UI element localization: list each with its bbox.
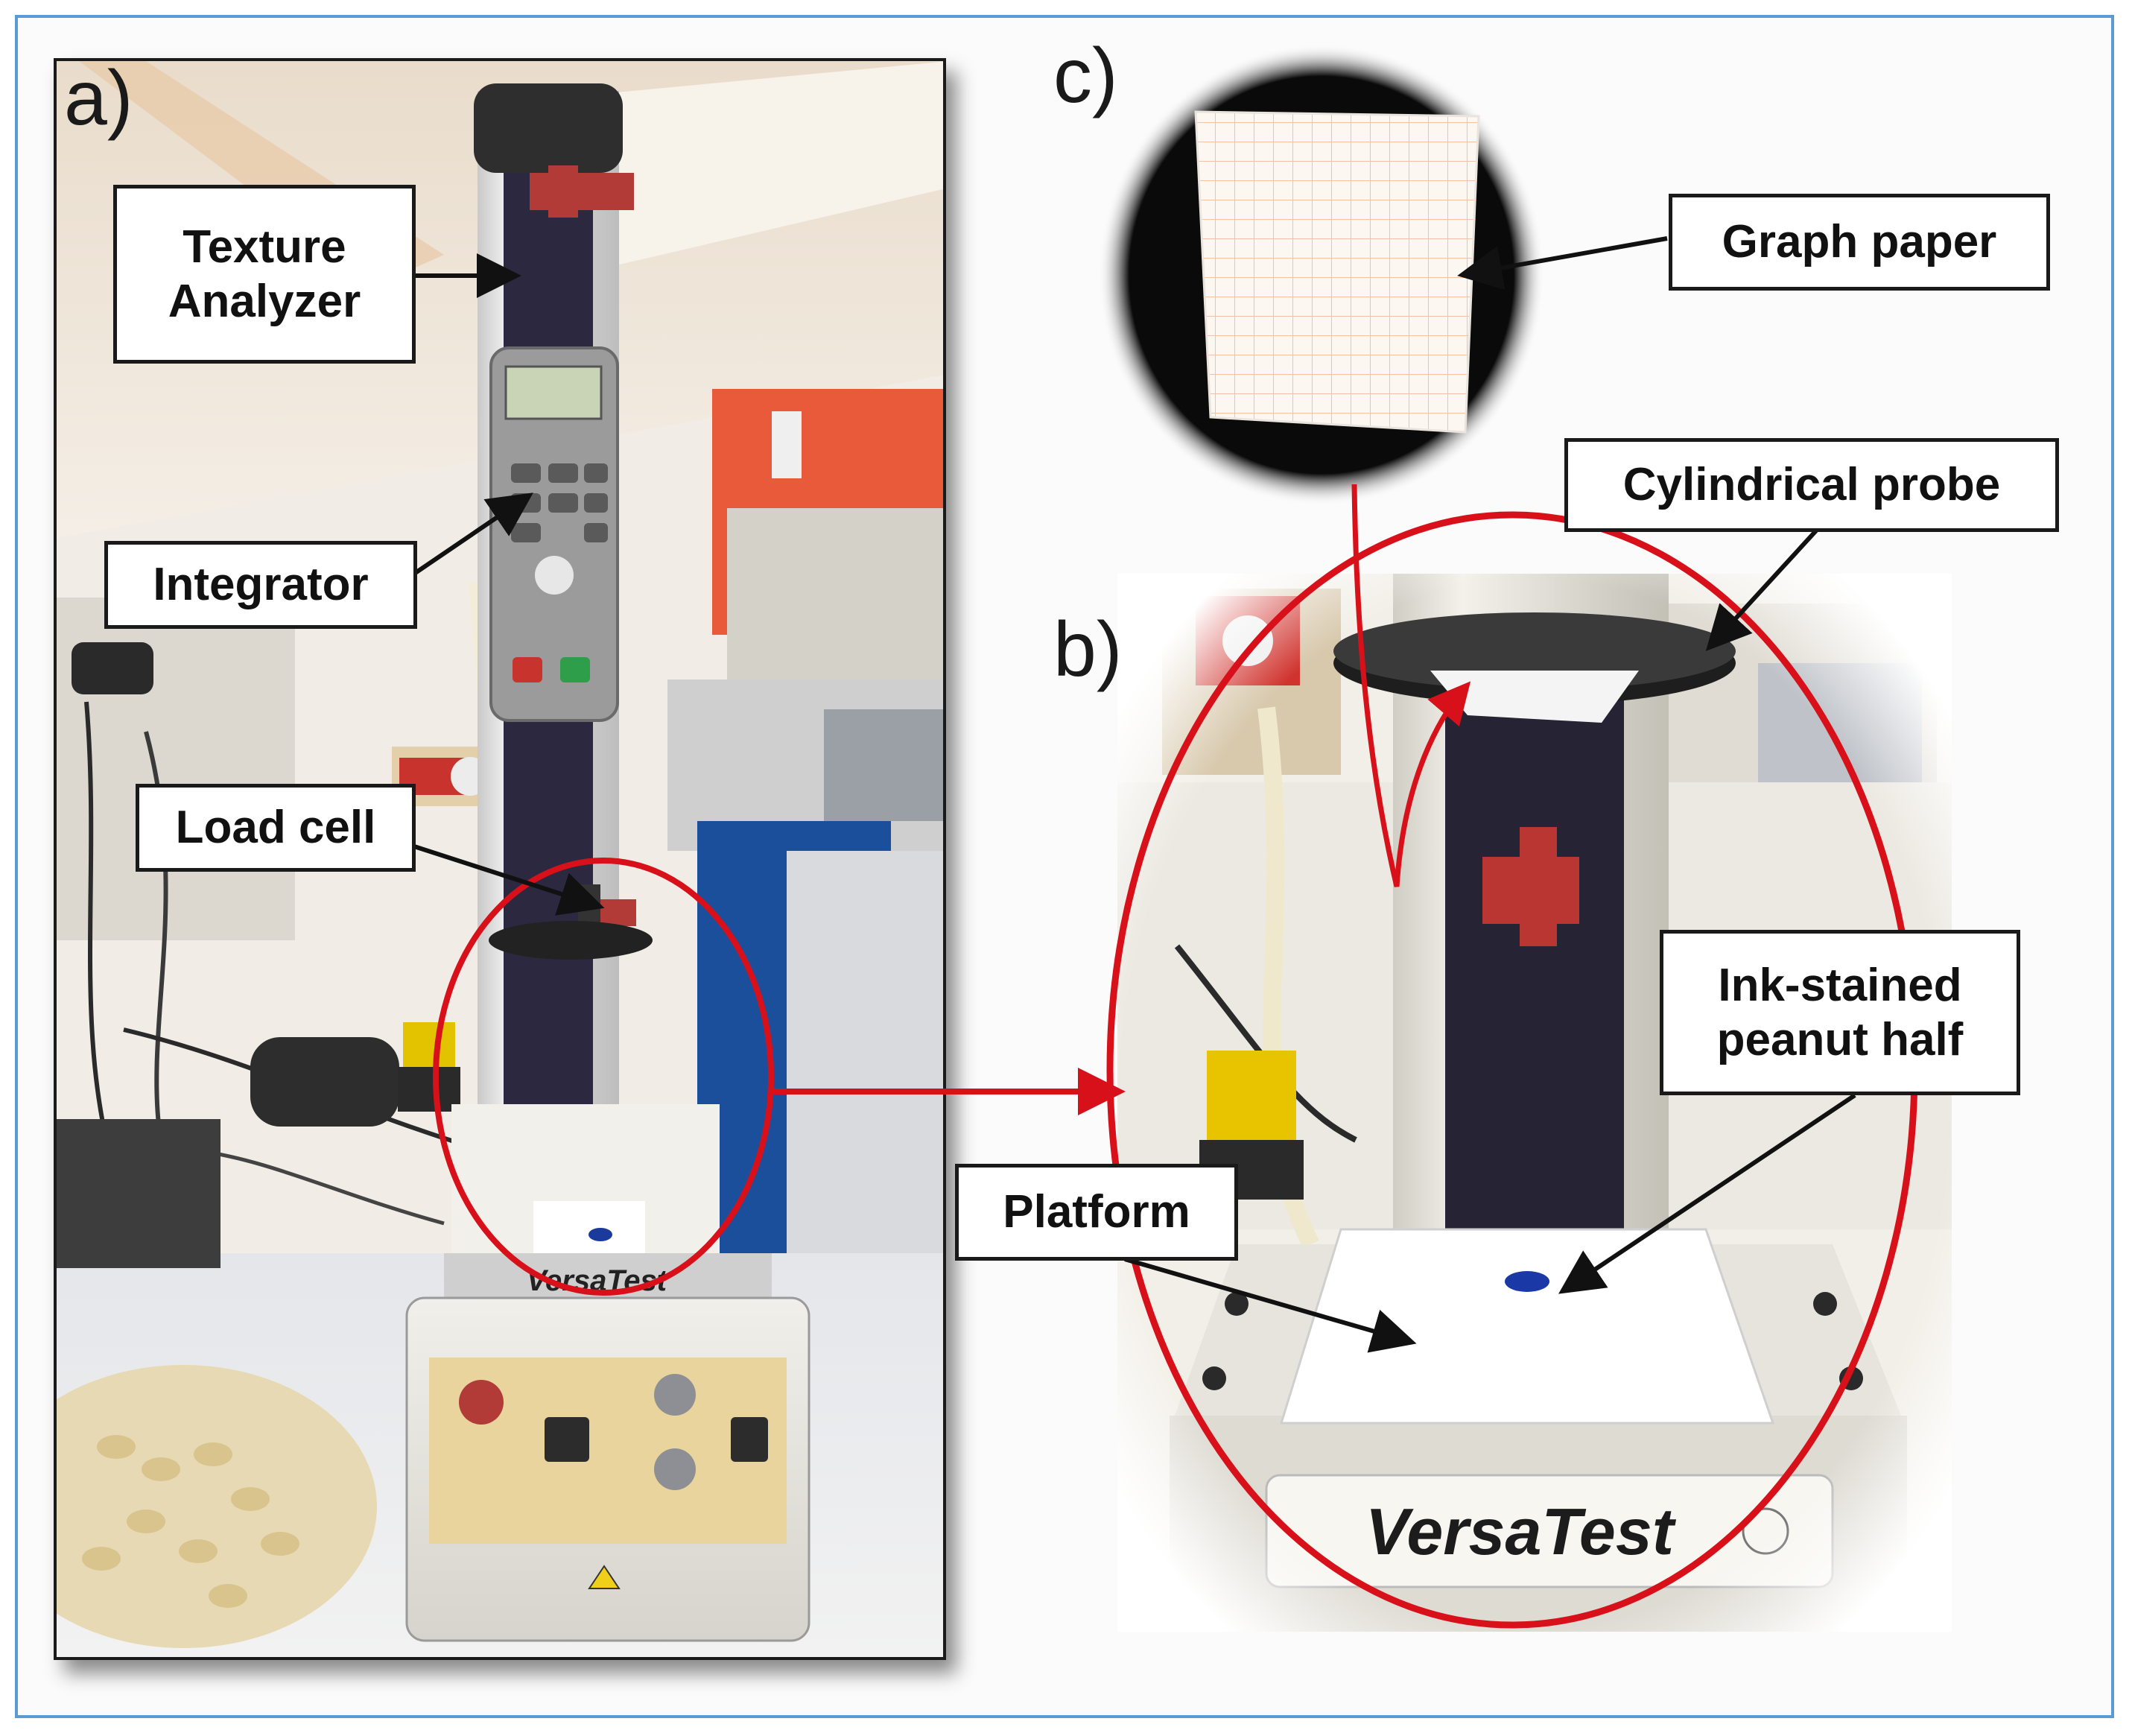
panel-label-b: b) (1053, 606, 1123, 693)
callout-integrator: Integrator (104, 541, 417, 629)
callout-texture-analyzer: Texture Analyzer (113, 185, 416, 364)
panel-b-photo: VersaTest (1117, 574, 1952, 1632)
callout-cylindrical-probe: Cylindrical probe (1564, 438, 2059, 532)
panel-label-c: c) (1053, 33, 1118, 119)
versatest-logo-large: VersaTest (1365, 1495, 1675, 1568)
callout-graph-paper: Graph paper (1669, 194, 2050, 291)
graph-paper-photo (1099, 45, 1544, 505)
panel-label-a: a) (64, 55, 133, 142)
callout-ink-stained-peanut: Ink-stained peanut half (1660, 930, 2020, 1095)
versatest-logo-small: VersaTest (526, 1264, 667, 1297)
callout-platform: Platform (955, 1164, 1238, 1261)
platform-closeup-photo (1117, 574, 1952, 1632)
callout-load-cell: Load cell (136, 784, 416, 872)
panel-c-photo (1099, 45, 1544, 505)
